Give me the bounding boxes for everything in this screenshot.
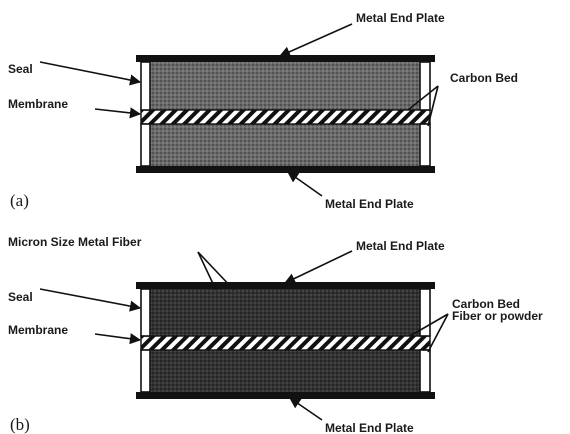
label-fiber-b: Micron Size Metal Fiber [8, 235, 142, 249]
leader-bottom-plate-b [289, 397, 323, 421]
panel-label-a: (a) [10, 191, 29, 210]
leader-top-plate-a [278, 23, 353, 58]
label-carbon-bed-a: Carbon Bed [450, 71, 518, 85]
carbon-bed-top-a [150, 62, 420, 110]
membrane-b [141, 336, 430, 350]
seal-left-bottom-b [140, 349, 151, 393]
leader-membrane-a [94, 107, 142, 119]
leader-bottom-plate-a [287, 171, 323, 197]
leader-seal-b [39, 288, 142, 312]
panel-label-b: (b) [10, 415, 30, 434]
label-bottom-plate-a: Metal End Plate [325, 197, 414, 211]
metal-end-plate-bottom-a [136, 166, 435, 173]
leader-carbon-bed-a-2 [427, 85, 439, 127]
seal-left-top-b [140, 288, 151, 337]
label-membrane-b: Membrane [8, 323, 68, 337]
leader-carbon-bed-b-2 [427, 313, 449, 353]
carbon-bed-top-b [150, 289, 420, 336]
leader-top-plate-b [283, 250, 353, 284]
carbon-bed-bottom-b [150, 350, 420, 392]
label-bottom-plate-b: Metal End Plate [325, 421, 414, 434]
label-carbon-bed-b: Carbon Bed [452, 297, 520, 311]
label-top-plate-a: Metal End Plate [356, 11, 445, 25]
seal-left-top-a [140, 61, 151, 111]
leader-seal-a [39, 61, 142, 86]
seal-left-bottom-a [140, 123, 151, 167]
seal-right-bottom-b [419, 349, 431, 393]
membrane-a [141, 110, 430, 124]
leader-membrane-b [94, 333, 142, 345]
leader-carbon-bed-a-1 [407, 85, 439, 111]
figure-a: Metal End Plate Seal Membrane Carbon Bed… [8, 11, 518, 211]
leader-fiber-b-2 [197, 251, 235, 291]
metal-end-plate-top-a [136, 55, 435, 62]
metal-end-plate-top-b [136, 282, 435, 289]
seal-right-bottom-a [419, 123, 431, 167]
label-carbon-bed-sub-b: Fiber or powder [452, 309, 543, 323]
label-seal-b: Seal [8, 290, 33, 304]
label-top-plate-b: Metal End Plate [356, 239, 445, 253]
leader-carbon-bed-b-1 [409, 313, 449, 337]
carbon-bed-bottom-a [150, 124, 420, 166]
figure-b: Micron Size Metal Fiber Metal End Plate … [8, 235, 543, 434]
leader-fiber-b-1 [197, 251, 217, 291]
seal-right-top-a [419, 61, 431, 111]
label-seal-a: Seal [8, 62, 33, 76]
metal-end-plate-bottom-b [136, 392, 435, 399]
label-membrane-a: Membrane [8, 97, 68, 111]
